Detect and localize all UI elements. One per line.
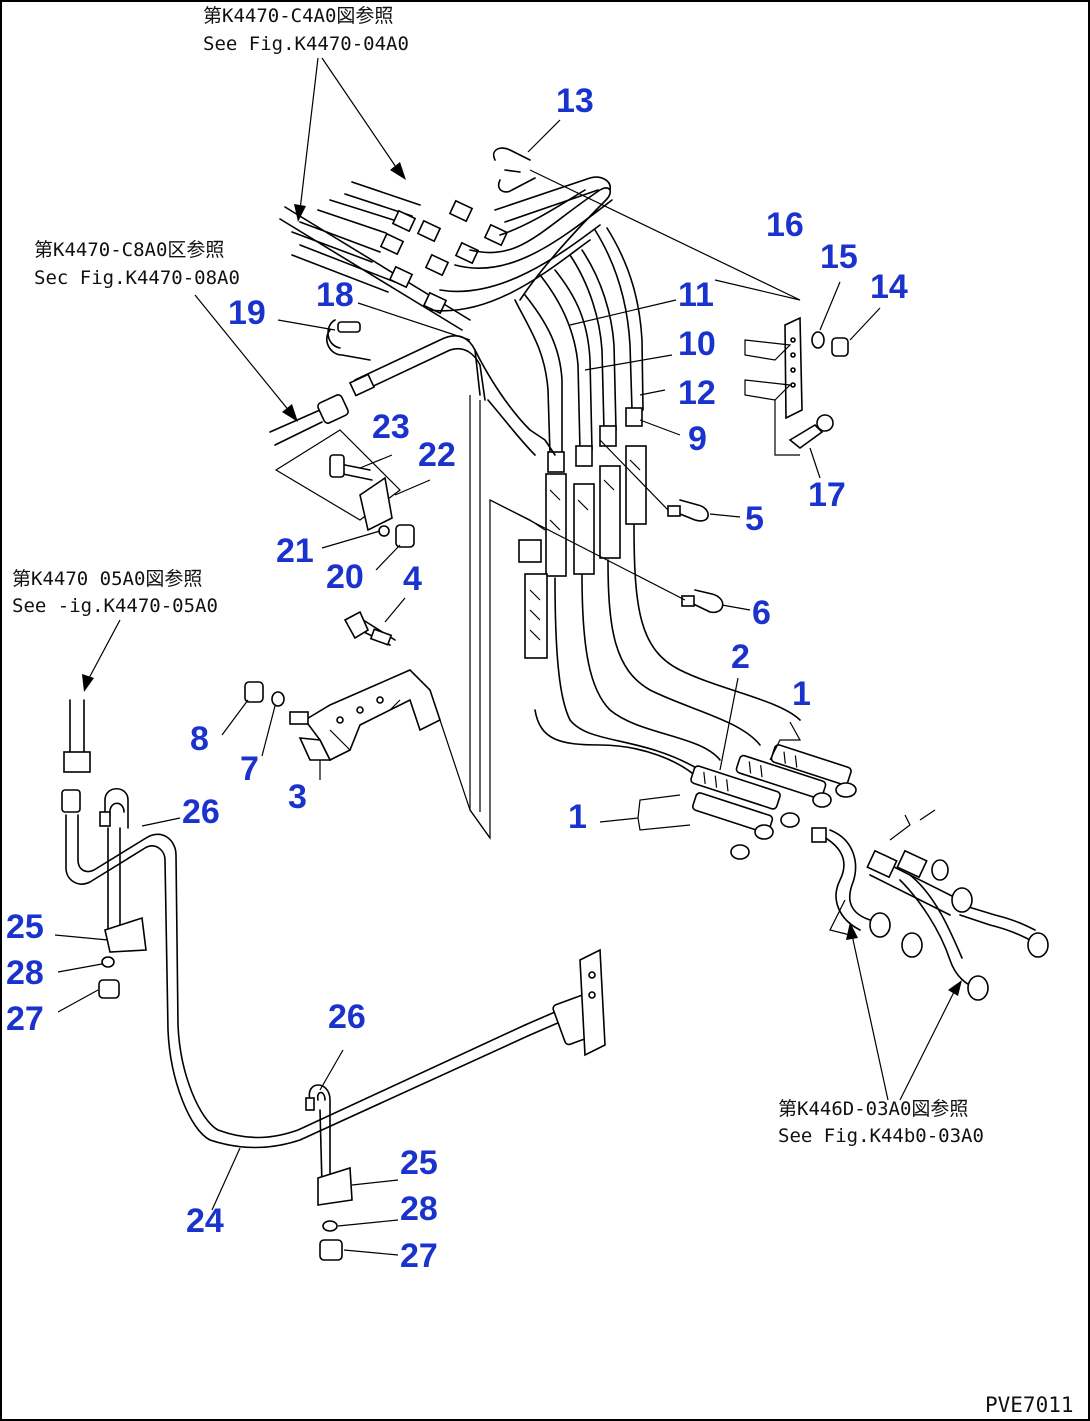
- part-label-28-lower: 28: [400, 1190, 438, 1228]
- clamp-5-6: [489, 439, 724, 614]
- part-label-22: 22: [418, 436, 456, 474]
- part-label-26-upper: 26: [182, 793, 220, 831]
- part-label-10: 10: [678, 325, 716, 363]
- ref-top-jp: 第K4470-C4A0図参照: [203, 5, 393, 27]
- part-label-18: 18: [316, 276, 354, 314]
- part-label-27-lower: 27: [400, 1237, 438, 1275]
- part-label-13: 13: [556, 82, 594, 120]
- part-label-5: 5: [745, 500, 764, 538]
- part-label-21: 21: [276, 532, 314, 570]
- part-label-17: 17: [808, 476, 846, 514]
- part-label-26-lower: 26: [328, 998, 366, 1036]
- ref-upper-left-en: Sec Fig.K4470-08A0: [34, 267, 240, 289]
- lower-bracket-assembly: [244, 395, 546, 840]
- part-number-labels: 13 16 15 14 18 11 19 10 12 23 9 22 17 5 …: [6, 82, 908, 1275]
- lower-left-pipe-assembly: [61, 699, 606, 1261]
- ref-top-en: See Fig.K4470-04A0: [203, 33, 409, 55]
- ref-upper-left-jp: 第K4470-C8A0区参照: [34, 239, 224, 261]
- ref-bottom-right-en: See Fig.K44b0-03A0: [778, 1125, 984, 1147]
- part-label-20: 20: [326, 558, 364, 596]
- part-label-25-lower: 25: [400, 1144, 438, 1182]
- reference-texts: 第K4470-C4A0図参照 See Fig.K4470-04A0 第K4470…: [12, 5, 1074, 1417]
- ref-left-jp: 第K4470 05A0図参照: [12, 568, 202, 590]
- leader-lines: [54, 57, 962, 1256]
- part-label-8: 8: [190, 720, 209, 758]
- part-label-6: 6: [752, 594, 771, 632]
- part-label-1-lower: 1: [568, 798, 587, 836]
- part-label-15: 15: [820, 238, 858, 276]
- part-label-12: 12: [678, 374, 716, 412]
- ref-bottom-right-jp: 第K446D-03A0図参照: [778, 1098, 968, 1120]
- part-label-9: 9: [688, 420, 707, 458]
- figure-code: PVE7011: [985, 1393, 1074, 1417]
- left-pipe-assembly: [269, 319, 556, 548]
- part-label-27-upper: 27: [6, 1000, 44, 1038]
- part-label-23: 23: [372, 408, 410, 446]
- part-label-24: 24: [186, 1202, 224, 1240]
- part-label-14: 14: [870, 268, 908, 306]
- upper-pipe-group: [279, 176, 644, 473]
- lower-right-hoses: [690, 744, 1049, 1001]
- part-label-16: 16: [766, 206, 804, 244]
- part-label-28-upper: 28: [6, 954, 44, 992]
- part-label-3: 3: [288, 778, 307, 816]
- part-label-1-upper: 1: [792, 675, 811, 713]
- part-label-11: 11: [678, 276, 714, 314]
- part-label-25-upper: 25: [6, 908, 44, 946]
- ref-left-en: See -ig.K4470-05A0: [12, 595, 218, 617]
- vertical-hose-group: [518, 445, 801, 781]
- part-label-4: 4: [403, 560, 422, 598]
- part-label-19: 19: [228, 294, 266, 332]
- part-label-7: 7: [240, 750, 259, 788]
- right-bracket-assembly: [492, 147, 849, 456]
- part-label-2: 2: [731, 638, 750, 676]
